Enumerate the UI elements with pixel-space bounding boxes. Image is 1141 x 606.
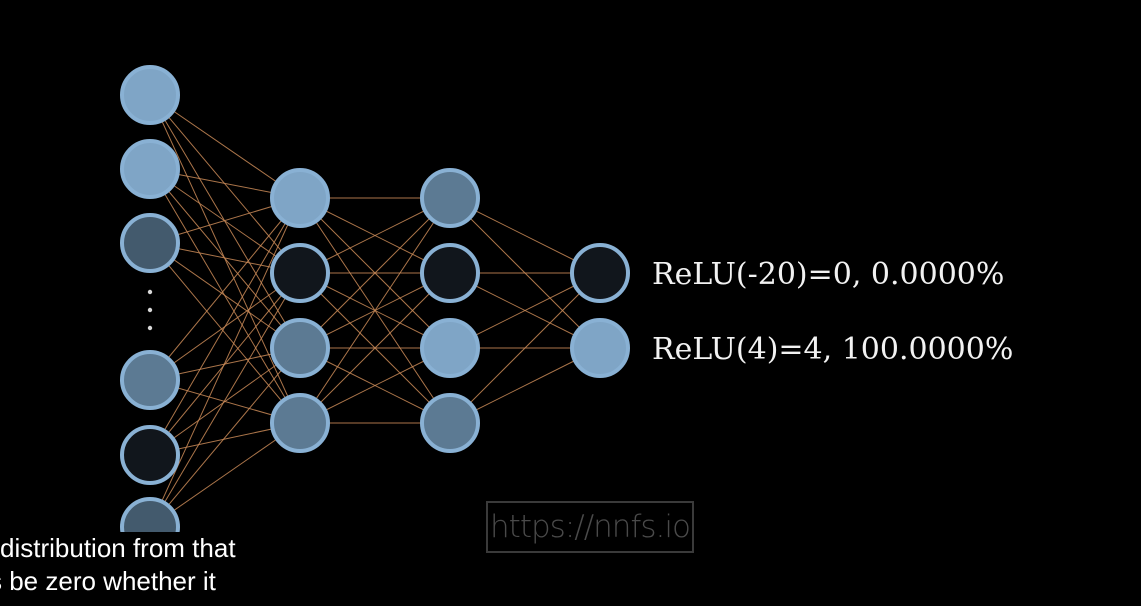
neuron-hidden-1-0 (270, 168, 330, 228)
edge-l0-n6-to-n1 (149, 272, 301, 528)
edge-l0-n6-to-n2 (149, 347, 301, 528)
neuron-hidden-1-3 (270, 393, 330, 453)
output-label-0: ReLU(-20)=0, 0.0000% (652, 257, 1004, 292)
input-ellipsis (147, 289, 153, 331)
caption-line-1: distribution from that (0, 532, 244, 565)
neuron-input-0 (120, 65, 180, 125)
edge-l0-n6-to-n3 (149, 422, 301, 528)
neuron-hidden-1-2 (270, 318, 330, 378)
subtitle-captions: distribution from that ys be zero whethe… (0, 532, 330, 598)
edge-l1-n3-to-n1 (299, 272, 451, 424)
network-edges (149, 94, 601, 528)
edge-l1-n2-to-n0 (299, 197, 451, 349)
ellipsis-dot-0 (147, 289, 153, 295)
edge-l2-n3-to-n0 (449, 272, 601, 424)
neuron-hidden-2-2 (420, 318, 480, 378)
neuron-input-2 (120, 213, 180, 273)
edge-l0-n0-to-n0 (149, 94, 301, 199)
network-nodes (120, 65, 630, 557)
neuron-input-4 (120, 350, 180, 410)
edge-l0-n4-to-n0 (149, 197, 301, 381)
neuron-hidden-2-0 (420, 168, 480, 228)
ellipsis-dot-2 (147, 325, 153, 331)
neuron-hidden-1-1 (270, 243, 330, 303)
caption-line-2: ys be zero whether it (0, 565, 224, 598)
edge-l0-n5-to-n2 (149, 347, 301, 456)
neuron-output-1 (570, 318, 630, 378)
neuron-hidden-2-3 (420, 393, 480, 453)
edge-l1-n3-to-n0 (299, 197, 451, 424)
watermark-url: https://nnfs.io (486, 501, 694, 553)
neuron-hidden-2-1 (420, 243, 480, 303)
edge-l0-n6-to-n0 (149, 197, 301, 528)
neuron-output-0 (570, 243, 630, 303)
neuron-input-1 (120, 139, 180, 199)
ellipsis-dot-1 (147, 307, 153, 313)
neuron-input-5 (120, 425, 180, 485)
edge-l0-n5-to-n0 (149, 197, 301, 456)
output-label-1: ReLU(4)=4, 100.0000% (652, 332, 1013, 367)
edge-l0-n2-to-n3 (149, 242, 301, 424)
edge-l0-n5-to-n1 (149, 272, 301, 456)
edge-l0-n2-to-n2 (149, 242, 301, 349)
